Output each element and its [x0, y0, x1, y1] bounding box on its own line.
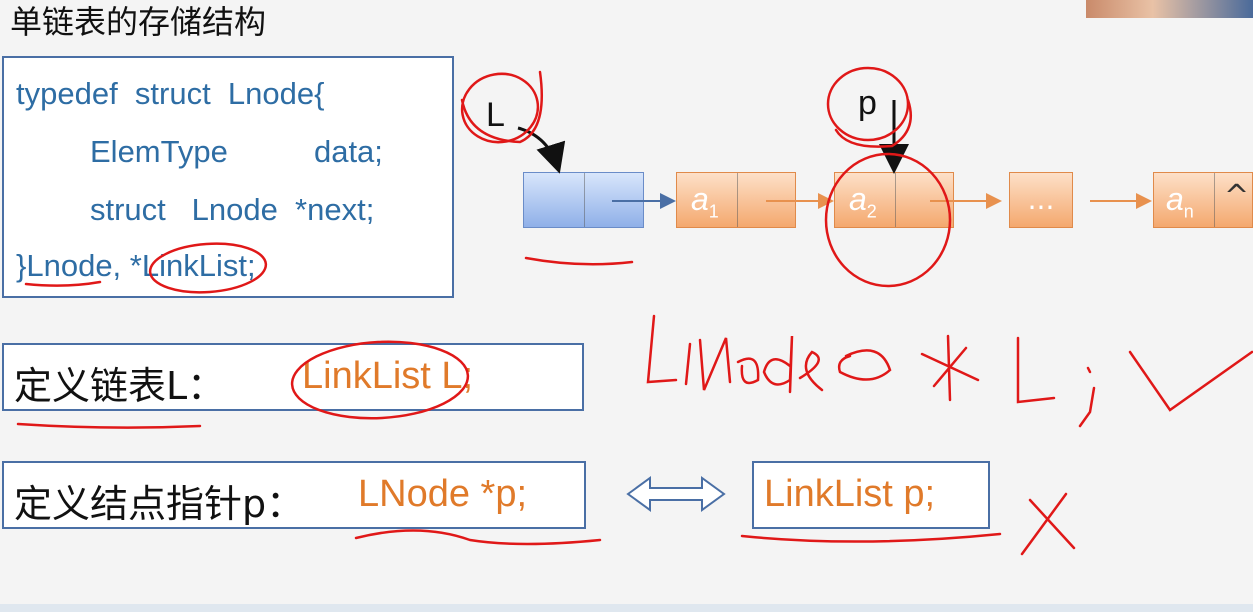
slide-title: 单链表的存储结构: [10, 3, 267, 41]
code-line-typedef: typedef struct Lnode{: [16, 76, 325, 111]
define-list-label: 定义链表L：: [14, 364, 226, 408]
bottom-bar: [0, 604, 1253, 612]
code-line-data-field: ElemType data;: [90, 134, 383, 169]
define-pointer-label: 定义结点指针p：: [14, 482, 305, 526]
ellipsis-node: ...: [1009, 172, 1073, 228]
red-ink-annotations: [16, 66, 1253, 556]
ellipsis-label: ...: [1027, 183, 1055, 216]
alt-pointer-code: LinkList p;: [764, 473, 936, 515]
define-list-code: LinkList L;: [302, 355, 474, 397]
head-pointer-label: L: [486, 96, 505, 134]
alt-pointer-box: LinkList p;: [752, 461, 990, 529]
node-pointer-label: p: [858, 84, 877, 122]
node-a2-label: a2: [849, 181, 877, 222]
code-line-next-field: struct Lnode *next;: [90, 192, 375, 227]
null-pointer-symbol: ^: [1224, 179, 1250, 214]
equivalence-arrow: [626, 476, 726, 512]
define-pointer-box: 定义结点指针p： LNode *p;: [2, 461, 586, 529]
node-a1-label: a1: [691, 181, 719, 222]
presenter-video-thumbnail: [1086, 0, 1253, 18]
define-pointer-code: LNode *p;: [358, 473, 528, 515]
node-an: an ^: [1153, 172, 1253, 228]
define-list-box: 定义链表L： LinkList L;: [2, 343, 584, 411]
struct-definition-box: typedef struct Lnode{ ElemType data; str…: [2, 56, 454, 298]
node-an-label: an: [1166, 181, 1194, 222]
head-pointer-arrow: [517, 126, 566, 174]
